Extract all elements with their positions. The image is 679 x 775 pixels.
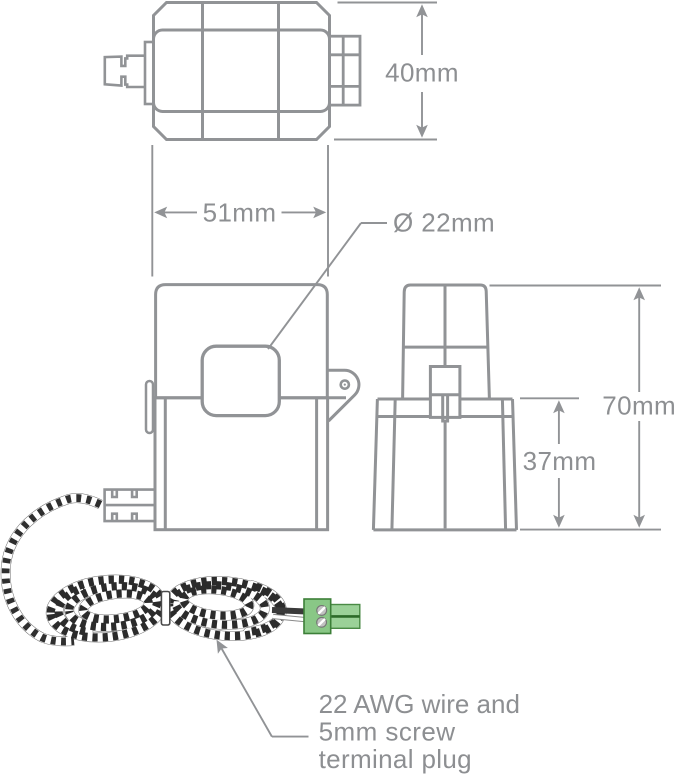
svg-text:terminal plug: terminal plug: [319, 744, 472, 774]
svg-text:70mm: 70mm: [602, 391, 676, 421]
svg-text:40mm: 40mm: [385, 58, 459, 88]
svg-text:Ø 22mm: Ø 22mm: [393, 208, 495, 238]
svg-text:22 AWG wire and: 22 AWG wire and: [319, 689, 520, 719]
svg-text:51mm: 51mm: [203, 198, 277, 228]
svg-text:37mm: 37mm: [523, 446, 597, 476]
svg-text:5mm screw: 5mm screw: [319, 717, 456, 747]
